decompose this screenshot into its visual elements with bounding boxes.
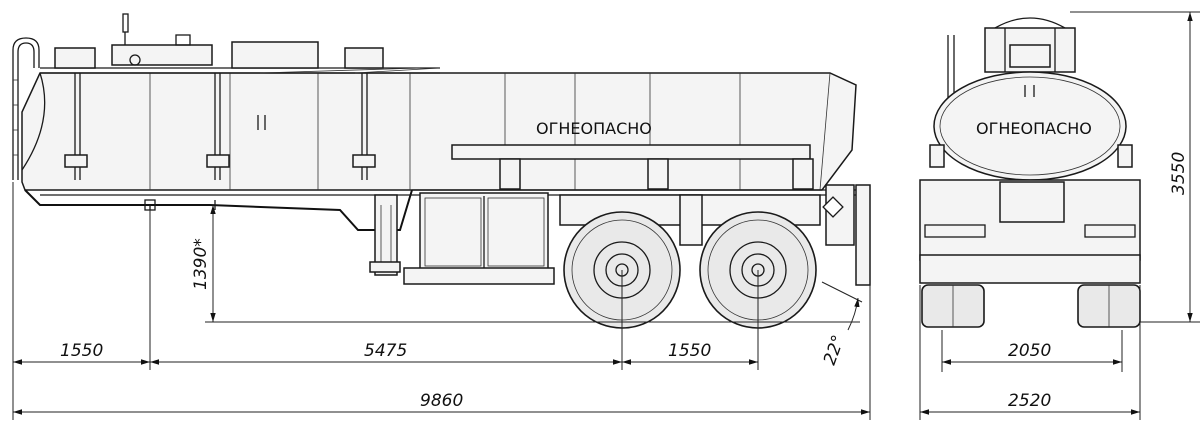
- landing-gear: [369, 194, 401, 276]
- side-view: ОГНЕОПАСНО: [12, 13, 871, 329]
- tank-label-side: ОГНЕОПАСНО: [536, 119, 652, 138]
- dim-kingpin-to-axle: 5475: [364, 341, 407, 361]
- tool-box: [403, 192, 555, 285]
- rear-bumper: [822, 184, 871, 286]
- tank-label-rear: ОГНЕОПАСНО: [976, 119, 1092, 138]
- dim-coupling-height: 1390*: [191, 238, 211, 290]
- dim-front-overhang: 1550: [60, 341, 103, 361]
- dim-overall-length: 9860: [420, 391, 463, 411]
- dimension-labels: 1550 5475 1550 9860 1390* 22° 2050 2520 …: [60, 152, 1189, 411]
- side-rail: [451, 144, 811, 160]
- tank-body-side: [21, 72, 857, 191]
- front-ladder: [12, 37, 40, 180]
- compartment-seams: [149, 73, 741, 190]
- dim-overall-width: 2520: [1008, 391, 1051, 411]
- drain-pipes: [64, 73, 376, 180]
- dim-overall-height: 3550: [1169, 152, 1189, 195]
- dim-axle-spacing: 1550: [668, 341, 711, 361]
- dimension-lines: [12, 11, 1200, 420]
- dim-track-width: 2050: [1008, 341, 1051, 361]
- top-walkway: [40, 13, 441, 74]
- rear-view: ОГНЕОПАСНО: [919, 17, 1141, 328]
- dim-departure-angle: 22°: [820, 333, 849, 368]
